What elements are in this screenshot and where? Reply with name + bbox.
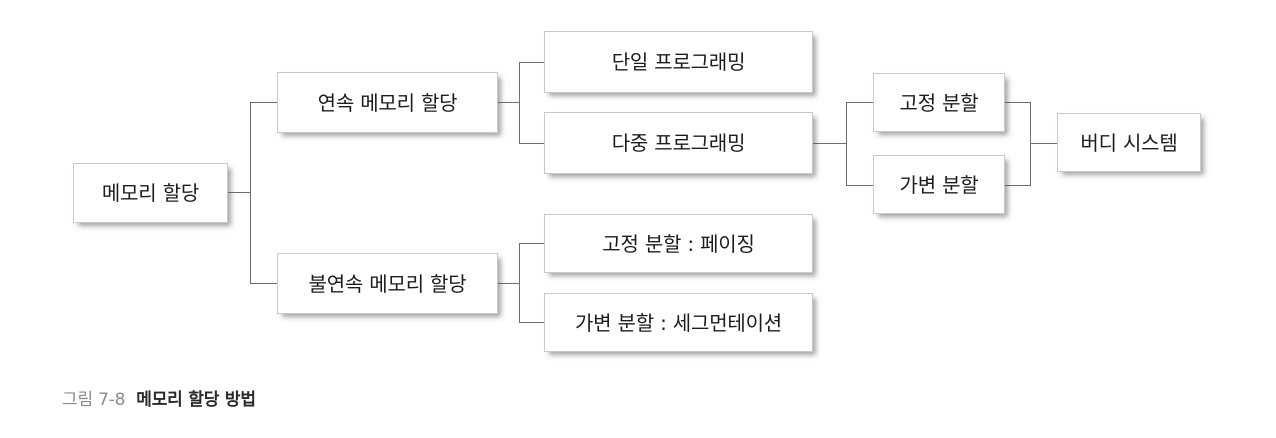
node-segmentation[interactable]: 가변 분할 : 세그먼테이션 (544, 293, 813, 352)
connector-to-fixed-partition (846, 102, 873, 103)
node-label: 고정 분할 (899, 90, 979, 115)
connector-to-segmentation (519, 322, 544, 323)
node-label: 버디 시스템 (1080, 130, 1178, 155)
connector-to-uniprogramming (519, 62, 544, 63)
connector-variable-partition-out (1005, 185, 1031, 186)
connector-noncontiguous-trunk (519, 243, 520, 323)
node-label: 다중 프로그래밍 (611, 131, 746, 155)
figure-caption: 그림 7-8 메모리 할당 방법 (62, 385, 256, 410)
node-label: 메모리 할당 (101, 181, 200, 205)
connector-contiguous-trunk (519, 62, 520, 143)
node-label: 가변 분할 (899, 172, 979, 197)
node-memory-allocation[interactable]: 메모리 할당 (73, 163, 228, 223)
node-label: 고정 분할 : 페이징 (602, 231, 755, 256)
connector-partition-trunk (846, 102, 847, 186)
node-buddy-system[interactable]: 버디 시스템 (1057, 113, 1201, 172)
connector-to-variable-partition (846, 185, 873, 186)
connector-buddy-trunk (1030, 102, 1031, 186)
connector-fixed-partition-out (1005, 102, 1031, 103)
node-fixed-partition[interactable]: 고정 분할 (873, 73, 1005, 132)
connector-level2-trunk (250, 102, 251, 284)
connector-to-multiprogramming (519, 143, 544, 144)
connector-to-noncontiguous (250, 283, 277, 284)
node-uniprogramming[interactable]: 단일 프로그래밍 (544, 31, 813, 93)
node-contiguous-allocation[interactable]: 연속 메모리 할당 (277, 72, 498, 133)
connector-contiguous-out (498, 102, 520, 103)
node-label: 불연속 메모리 할당 (308, 271, 467, 296)
connector-noncontiguous-out (498, 283, 520, 284)
node-label: 단일 프로그래밍 (611, 50, 746, 74)
connector-to-contiguous (250, 102, 277, 103)
node-label: 가변 분할 : 세그먼테이션 (574, 310, 782, 335)
figure-caption-title: 메모리 할당 방법 (136, 390, 256, 410)
node-noncontiguous-allocation[interactable]: 불연속 메모리 할당 (277, 253, 498, 314)
figure-caption-number: 그림 7-8 (62, 390, 126, 410)
node-label: 연속 메모리 할당 (317, 90, 458, 115)
connector-to-buddy-system (1030, 143, 1057, 144)
connector-multiprogramming-out (813, 143, 847, 144)
node-multiprogramming[interactable]: 다중 프로그래밍 (544, 112, 813, 174)
node-paging[interactable]: 고정 분할 : 페이징 (544, 214, 813, 273)
connector-root-out (228, 192, 251, 193)
connector-to-paging (519, 243, 544, 244)
node-variable-partition[interactable]: 가변 분할 (873, 155, 1005, 214)
